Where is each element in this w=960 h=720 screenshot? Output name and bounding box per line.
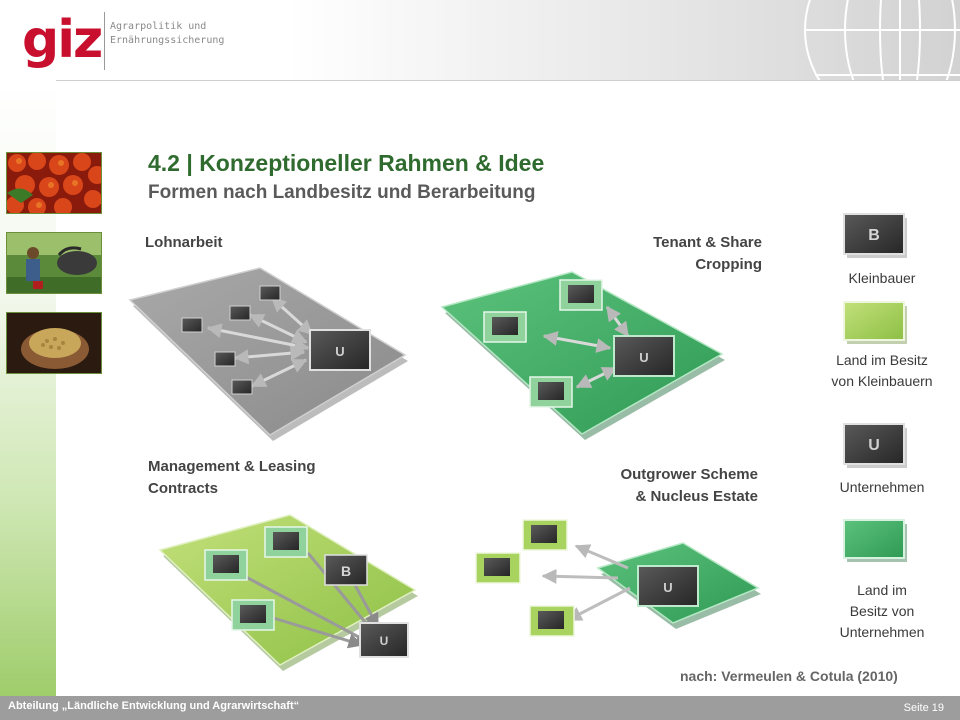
label-tenant-share-cropping: Tenant & Share Cropping <box>612 232 762 276</box>
block-smallholder-2 <box>264 526 308 558</box>
block-smallholder-1 <box>204 549 248 581</box>
legend-kleinbauer-icon: B <box>843 213 907 258</box>
legend-land-company-line1: Land im <box>857 582 907 598</box>
block-smallholder-2 <box>475 552 521 584</box>
legend-land-company-icon <box>843 519 907 562</box>
label-management-line1: Management & Leasing <box>148 458 316 475</box>
label-management-leasing: Management & Leasing Contracts <box>148 456 316 500</box>
legend-land-smallholder-line2: von Kleinbauern <box>831 373 933 389</box>
logo-subtitle-line1: Agrarpolitik und <box>110 21 207 32</box>
slide-subtitle: Formen nach Landbesitz und Berarbeitung <box>148 182 536 203</box>
company-u-letter: U <box>663 580 672 595</box>
label-lohnarbeit: Lohnarbeit <box>145 234 223 251</box>
photo-grains-hands <box>6 312 102 374</box>
logo-subtitle: Agrarpolitik und Ernährungssicherung <box>110 20 224 48</box>
diagram-outgrower: U <box>475 519 761 637</box>
diagram-tenant-share: U <box>440 271 725 440</box>
footer-bar: Abteilung „Ländliche Entwicklung und Agr… <box>0 696 960 720</box>
block-company-u: U <box>613 335 675 377</box>
block-small-dark-4 <box>214 351 236 367</box>
label-management-line2: Contracts <box>148 480 219 497</box>
slide-title: 4.2 | Konzeptioneller Rahmen & Idee <box>148 150 545 176</box>
legend-land-company-line2: Besitz von <box>849 603 915 619</box>
block-company-u: U <box>359 622 409 658</box>
label-outgrower-line1: Outgrower Scheme <box>620 466 758 483</box>
block-smallholder-2 <box>559 279 603 311</box>
block-small-dark-1 <box>181 317 203 333</box>
legend-label-unternehmen: Unternehmen <box>839 479 925 495</box>
legend-land-smallholder-icon <box>843 301 907 344</box>
block-company-u: U <box>637 565 699 607</box>
label-tenant-line1: Tenant & Share <box>653 234 762 251</box>
source-citation: nach: Vermeulen & Cotula (2010) <box>680 668 898 684</box>
label-tenant-line2: Cropping <box>695 256 762 273</box>
kleinbauer-b-letter: B <box>341 563 351 579</box>
diagram-management-leasing: B U <box>158 514 418 671</box>
legend-unternehmen-icon: U <box>843 423 907 468</box>
photo-palm-fruits <box>6 152 102 214</box>
legend-u-letter: U <box>868 437 880 454</box>
block-smallholder-3 <box>231 599 275 631</box>
legend-label-land-smallholder: Land im Besitz von Kleinbauern <box>812 350 952 392</box>
logo-subtitle-line2: Ernährungssicherung <box>110 35 225 46</box>
legend-label-land-company: Land im Besitz von Unternehmen <box>812 580 952 643</box>
page-number: Seite 19 <box>903 702 944 714</box>
logo-divider <box>104 12 105 70</box>
block-company-u: U <box>309 329 371 371</box>
block-small-dark-5 <box>231 379 253 395</box>
diagram-lohnarbeit: U <box>128 267 408 441</box>
block-smallholder-1 <box>483 311 527 343</box>
giz-logo: giz <box>22 10 103 70</box>
company-u-letter: U <box>639 350 648 365</box>
block-smallholder-3 <box>529 376 573 408</box>
header-bar: giz Agrarpolitik und Ernährungssicherung <box>0 0 960 81</box>
label-outgrower-line2: & Nucleus Estate <box>635 488 758 505</box>
block-smallholder-1 <box>522 519 568 551</box>
legend-b-letter: B <box>868 227 880 244</box>
block-small-dark-3 <box>259 285 281 301</box>
block-smallholder-3 <box>529 605 575 637</box>
company-u-letter: U <box>380 634 389 648</box>
block-small-dark-2 <box>229 305 251 321</box>
globe-icon <box>804 0 960 80</box>
photo-farmer-buffalo <box>6 232 102 294</box>
company-u-letter: U <box>335 344 344 359</box>
footer-department: Abteilung „Ländliche Entwicklung und Agr… <box>8 700 300 712</box>
block-kleinbauer-b: B <box>324 554 368 586</box>
legend-land-company-line3: Unternehmen <box>839 624 925 640</box>
label-outgrower-scheme: Outgrower Scheme & Nucleus Estate <box>576 464 758 508</box>
legend-label-kleinbauer: Kleinbauer <box>848 270 916 286</box>
legend-land-smallholder-line1: Land im Besitz <box>836 352 928 368</box>
